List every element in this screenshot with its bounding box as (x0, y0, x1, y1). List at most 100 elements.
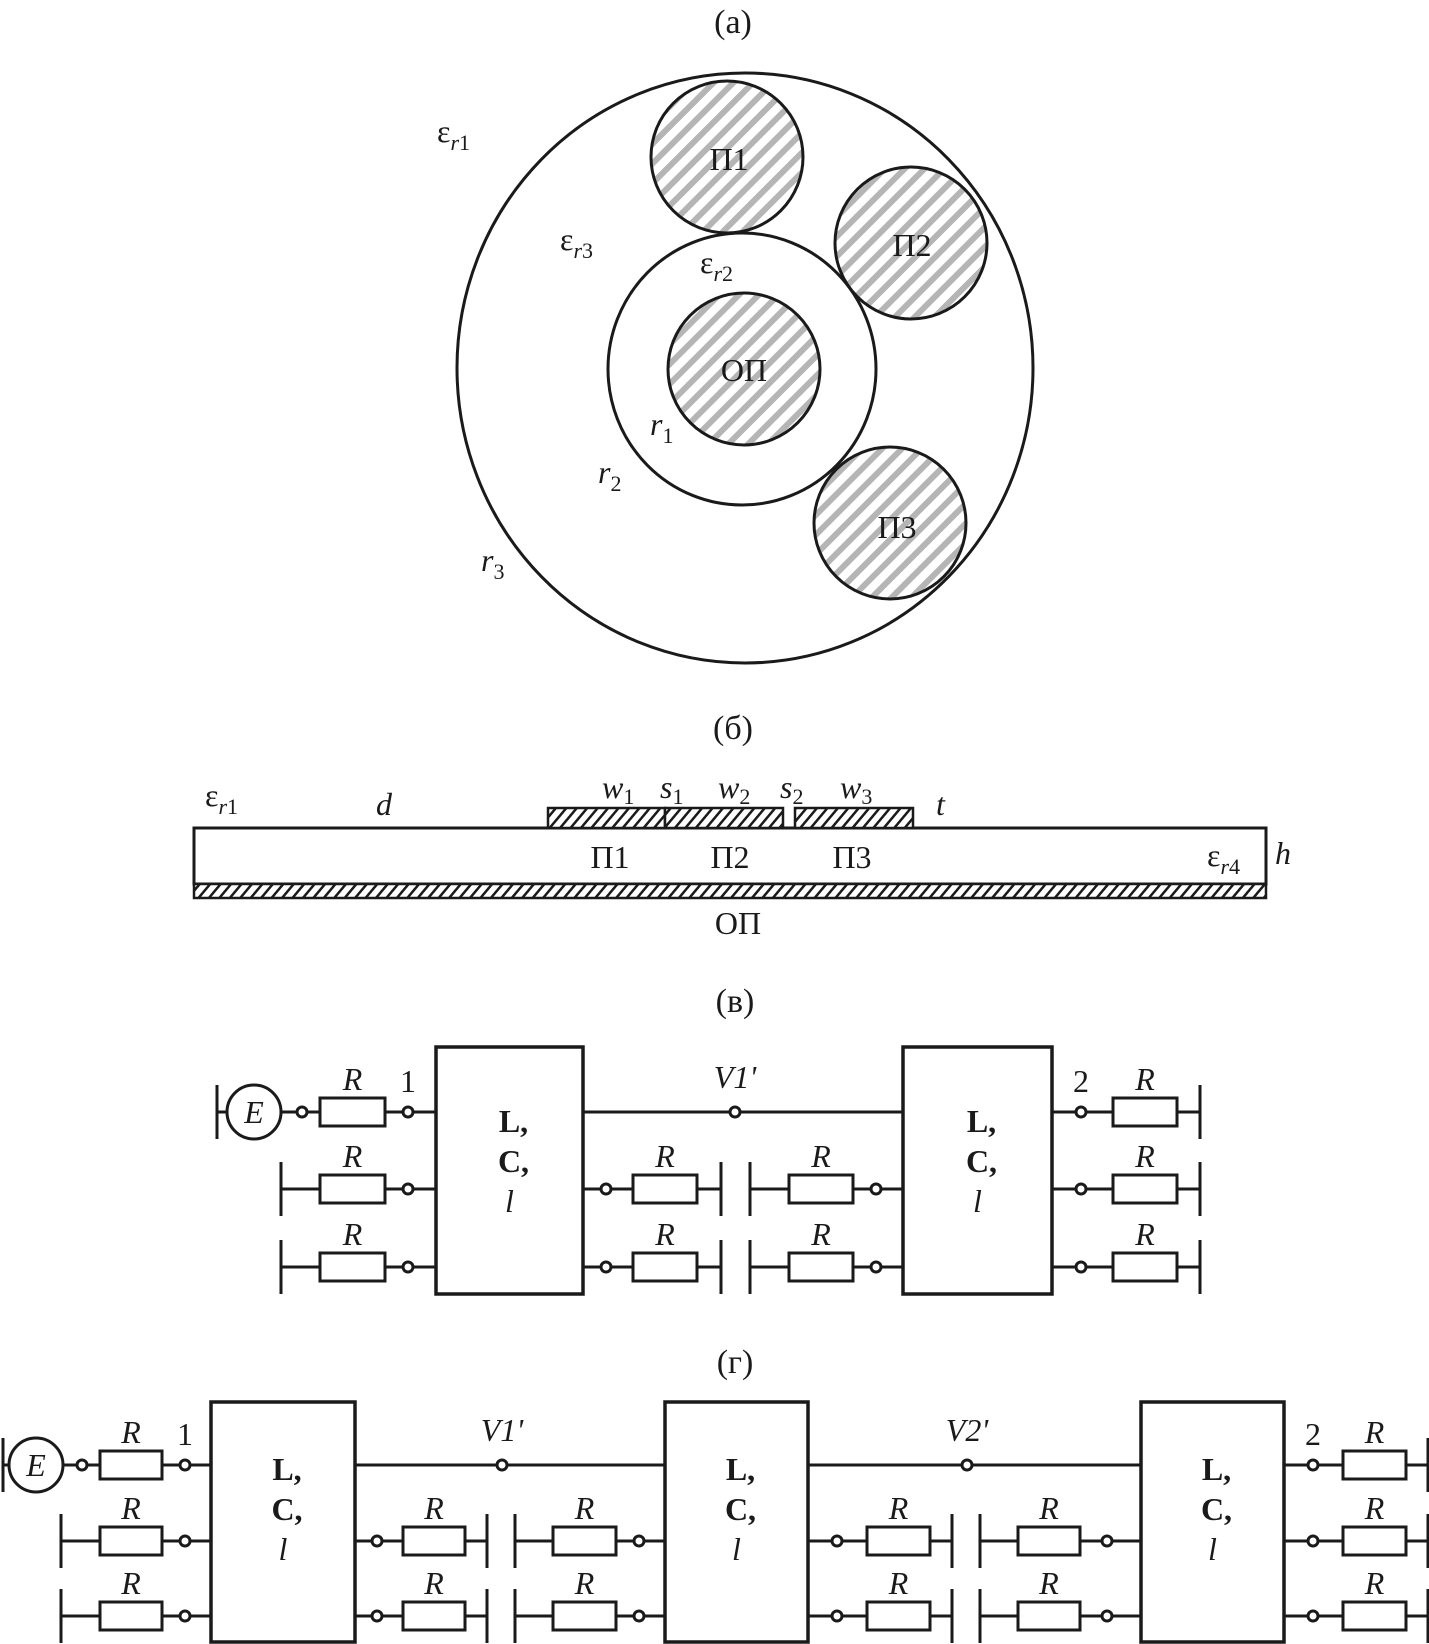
termination-left: R (748, 1138, 903, 1216)
epsilon-r3-label: εr3 (560, 221, 593, 263)
resistor-body (401, 1525, 467, 1557)
block-label-C: C, (1201, 1491, 1232, 1527)
resistor: R (1341, 1490, 1408, 1557)
block-label-C: C, (271, 1491, 302, 1527)
resistor-body (1111, 1096, 1179, 1128)
conductor-p1 (649, 79, 805, 235)
resistor-label: R (888, 1490, 909, 1526)
block-rect (434, 1045, 585, 1296)
terminal-node (632, 1609, 646, 1623)
terminal-node (1306, 1609, 1320, 1623)
dielectric-substrate (192, 826, 1268, 886)
dim-w1-label: w1 (602, 769, 634, 809)
line-segment-block: L,C,l (434, 1045, 585, 1296)
dim-h-label: h (1275, 835, 1291, 871)
terminal-node (1100, 1534, 1114, 1548)
resistor-label: R (1134, 1061, 1155, 1097)
terminal-node (401, 1260, 415, 1274)
resistor: R (631, 1138, 699, 1205)
resistor: R (1111, 1061, 1179, 1128)
strip-p2 (663, 806, 785, 830)
terminal-node (495, 1458, 509, 1472)
epsilon-r1-label: εr1 (437, 113, 470, 155)
strip-p1-label: П1 (590, 839, 629, 875)
reference-conductor-label: ОП (721, 352, 767, 388)
terminal-node (830, 1534, 844, 1548)
termination-right: R (583, 1216, 723, 1294)
panel-a-cable-cross-section: (a) ОП П1 П2 П3 εr1 εr3 εr2 r1 r2 r3 (437, 4, 1035, 665)
panel-a-title: (a) (714, 4, 752, 41)
resistor-body (1341, 1600, 1408, 1632)
resistor-body (631, 1173, 699, 1205)
terminal-node (1074, 1182, 1088, 1196)
terminal-node (295, 1105, 309, 1119)
source-label-E: E (243, 1094, 264, 1130)
resistor-body (318, 1251, 387, 1283)
resistor: R (318, 1138, 387, 1205)
resistor-body (318, 1096, 387, 1128)
resistor-label: R (342, 1216, 363, 1252)
conductor-p3 (812, 445, 968, 601)
terminal-node (960, 1458, 974, 1472)
resistor: R (98, 1490, 164, 1557)
resistor-label: R (120, 1565, 141, 1601)
port-1-label: 1 (400, 1063, 416, 1099)
resistor: R (631, 1216, 699, 1283)
block-label-L: L, (272, 1451, 301, 1487)
resistor-body (98, 1525, 164, 1557)
block-label-L: L, (726, 1451, 755, 1487)
block-label-C: C, (498, 1143, 529, 1179)
strip-p2-label: П2 (710, 839, 749, 875)
ground-plane (192, 882, 1268, 900)
terminal-node (370, 1609, 384, 1623)
termination-left: R (748, 1216, 903, 1294)
resistor: R (865, 1565, 932, 1632)
resistor-label: R (1364, 1565, 1385, 1601)
resistor-body (787, 1251, 855, 1283)
resistor: R (1111, 1216, 1179, 1283)
conductor-p3-label: П3 (877, 509, 916, 545)
resistor-label: R (1038, 1490, 1059, 1526)
terminal-node (1306, 1534, 1320, 1548)
termination-right: R (1284, 1490, 1429, 1568)
block-label-L: L, (1202, 1451, 1231, 1487)
terminal-node (599, 1182, 613, 1196)
voltage-source: E (1, 1436, 65, 1494)
resistor-label: R (888, 1565, 909, 1601)
resistor: R (98, 1414, 164, 1481)
line-segment-block: L,C,l (209, 1400, 357, 1644)
block-label-length: l (973, 1183, 982, 1219)
resistor-body (1016, 1600, 1082, 1632)
conductor-p2 (833, 165, 989, 321)
terminal-node (178, 1609, 192, 1623)
terminal-node (869, 1260, 883, 1274)
resistor: R (787, 1216, 855, 1283)
resistor-label: R (810, 1138, 831, 1174)
voltage-source: E (215, 1083, 283, 1141)
source-label-E: E (25, 1447, 46, 1483)
termination-left: R (978, 1490, 1141, 1568)
terminal-node (178, 1534, 192, 1548)
resistor-body (1341, 1449, 1408, 1481)
resistor-label: R (1364, 1490, 1385, 1526)
resistor-label: R (120, 1414, 141, 1450)
radius-r1-label: r1 (650, 406, 673, 448)
resistor-body (1111, 1173, 1179, 1205)
termination-left: R (279, 1138, 436, 1216)
resistor: R (318, 1061, 387, 1128)
resistor-label: R (654, 1138, 675, 1174)
node-V2-label: V2' (946, 1412, 990, 1448)
resistor: R (1016, 1565, 1082, 1632)
resistor-label: R (120, 1490, 141, 1526)
resistor-body (98, 1600, 164, 1632)
terminal-node (75, 1458, 89, 1472)
termination-right: R (583, 1138, 723, 1216)
port-2-label: 2 (1305, 1416, 1321, 1452)
resistor-body (1016, 1525, 1082, 1557)
outer-shell-circle (455, 71, 1035, 665)
resistor: R (401, 1565, 467, 1632)
resistor-label: R (810, 1216, 831, 1252)
